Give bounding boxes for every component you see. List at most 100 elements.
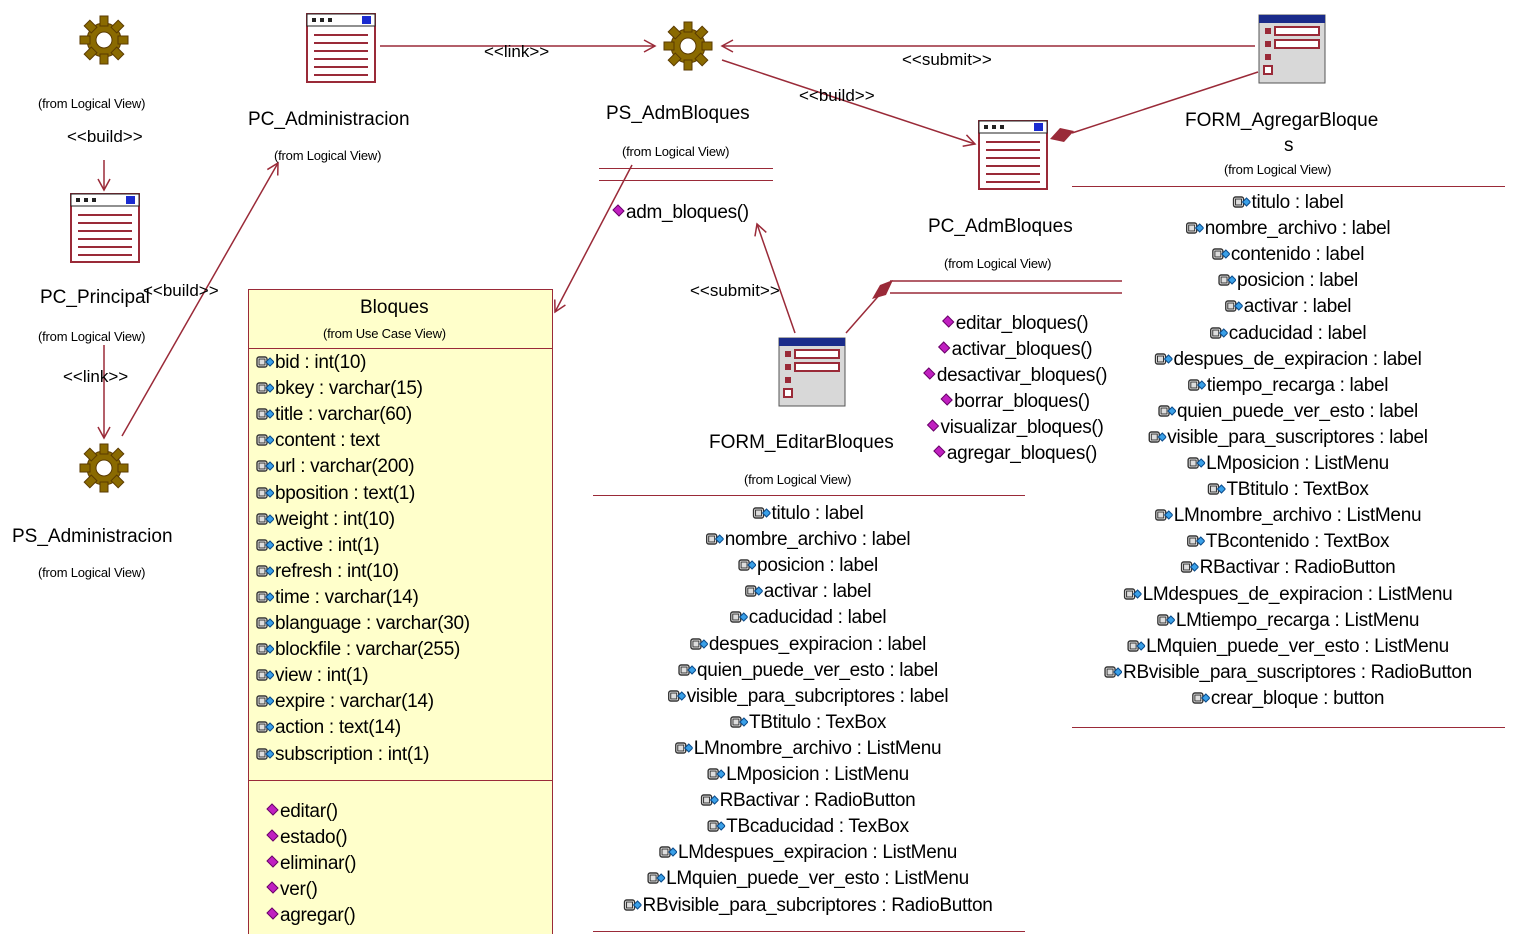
gear-icon [663,21,713,71]
form-agregar-attribute: posicion : label [1218,270,1358,292]
operation-icon [612,204,625,217]
attribute-icon [256,669,274,681]
form-agregar-attribute: LMnombre_archivo : ListMenu [1155,505,1422,527]
form-editar-attribute: activar : label [745,581,872,603]
form-editar-attribute: TBcaducidad : TexBox [707,816,909,838]
attribute-icon [1232,196,1251,208]
attribute-icon [256,460,274,473]
operation-icon [266,881,279,894]
bloques-attribute: active : int(1) [256,535,380,557]
attribute-icon [730,716,748,728]
form-agregar-attribute: TBcontenido : TextBox [1187,531,1390,553]
attribute-icon [1187,457,1206,469]
attribute-icon [730,611,748,624]
build-label-center: <<build>> [799,86,875,105]
submit-label-top: <<submit>> [902,50,992,69]
pc-admbloques-operation: visualizar_bloques() [926,417,1104,439]
bloques-attribute: time : varchar(14) [256,587,419,609]
attribute-icon [1180,561,1199,574]
bloques-operation: agregar() [266,905,356,927]
form-agregar-attribute: tiempo_recarga : label [1188,375,1389,397]
gear-icon [79,15,129,65]
bloques-class [248,289,553,934]
form-editar-attribute: visible_para_subcriptores : label [668,686,949,708]
form-agregar-name-cont: s [1284,135,1294,156]
pc-admbloques-operation: activar_bloques() [937,339,1093,361]
form-editar-attribute: posicion : label [738,555,878,577]
form-editar-attribute: RBvisible_para_subcriptores : RadioButto… [623,895,993,917]
form-editar-attribute: caducidad : label [730,607,887,629]
attribute-icon [256,617,274,629]
form-editar-attribute: LMnombre_archivo : ListMenu [675,738,942,760]
pc-admbloques-operation: agregar_bloques() [933,443,1097,465]
bloques-attribute: blanguage : varchar(30) [256,613,470,635]
form-agregar-attribute: caducidad : label [1210,323,1367,345]
bloques-operation: eliminar() [266,853,356,875]
attribute-icon [1207,483,1226,495]
operation-icon [942,315,955,328]
form-agregar-attribute: TBtitulo : TextBox [1207,479,1369,501]
bloques-separator [249,780,552,781]
operation-icon [266,803,279,816]
attribute-icon [707,820,726,832]
bloques-attribute: blockfile : varchar(255) [256,639,460,661]
attribute-icon [738,559,757,571]
form-editar-attribute: titulo : label [752,503,864,525]
composition-diamond-agregar [1050,128,1074,142]
form-agregar-attribute: RBvisible_para_suscriptores : RadioButto… [1104,662,1472,684]
attribute-icon [1218,274,1237,286]
operation-icon [937,341,951,354]
attribute-icon [668,689,686,702]
form-editar-attribute: LMquien_puede_ver_esto : ListMenu [647,868,969,890]
pc-admbloques-operation: borrar_bloques() [940,391,1090,413]
form-agregar-attribute: activar : label [1225,296,1352,318]
pc-administracion-name: PC_Administracion [248,109,410,130]
form-editar-attribute: RBactivar : RadioButton [700,790,916,812]
form-icon [778,337,846,407]
bloques-attribute: expire : varchar(14) [256,691,434,713]
attribute-icon [256,695,274,707]
form-agregar-attribute: LMdespues_de_expiracion : ListMenu [1123,584,1453,606]
form-agregar-from: (from Logical View) [1224,162,1332,177]
attribute-icon [1225,300,1243,313]
form-agregar-attribute: RBactivar : RadioButton [1180,557,1396,579]
pc-administracion-from: (from Logical View) [274,148,382,163]
attribute-icon [1148,431,1167,443]
attribute-icon [256,591,274,603]
bloques-attribute: title : varchar(60) [256,404,412,426]
form-agregar-attribute: LMposicion : ListMenu [1187,453,1389,475]
form-editar-separator [593,931,1025,932]
bloques-attribute: bposition : text(1) [256,483,415,505]
form-editar-from: (from Logical View) [744,472,852,487]
bloques-name: Bloques [360,297,429,318]
attribute-icon [1154,352,1173,365]
attribute-icon [256,747,274,760]
form-editar-attribute: TBtitulo : TexBox [730,712,886,734]
attribute-icon [1192,692,1210,704]
form-agregar-attribute: crear_bloque : button [1192,688,1384,710]
form-agregar-separator [1072,186,1505,187]
form-agregar-attribute: quien_puede_ver_esto : label [1158,401,1418,423]
pc-principal-from: (from Logical View) [38,329,146,344]
attribute-icon [690,637,708,650]
bloques-attribute: subscription : int(1) [256,744,430,766]
form-editar-attribute: despues_expiracion : label [690,634,926,656]
attribute-icon [256,434,274,446]
attribute-icon [1155,509,1173,521]
form-editar-name: FORM_EditarBloques [709,432,894,453]
page-icon [978,120,1048,190]
form-agregar-attribute: LMquien_puede_ver_esto : ListMenu [1127,636,1449,658]
bloques-attribute: bid : int(10) [256,352,366,374]
composition-editar [845,291,883,334]
attribute-icon [647,872,666,885]
form-agregar-attribute: nombre_archivo : label [1185,218,1391,240]
form-agregar-attribute: despues_de_expiracion : label [1154,349,1422,371]
pc-admbloques-operation: desactivar_bloques() [923,365,1107,387]
bloques-attribute: bkey : varchar(15) [256,378,423,400]
attribute-icon [700,794,719,806]
attribute-icon [659,846,677,858]
ps-administracion-name: PS_Administracion [12,526,173,547]
form-agregar-name: FORM_AgregarBloque [1185,110,1379,131]
